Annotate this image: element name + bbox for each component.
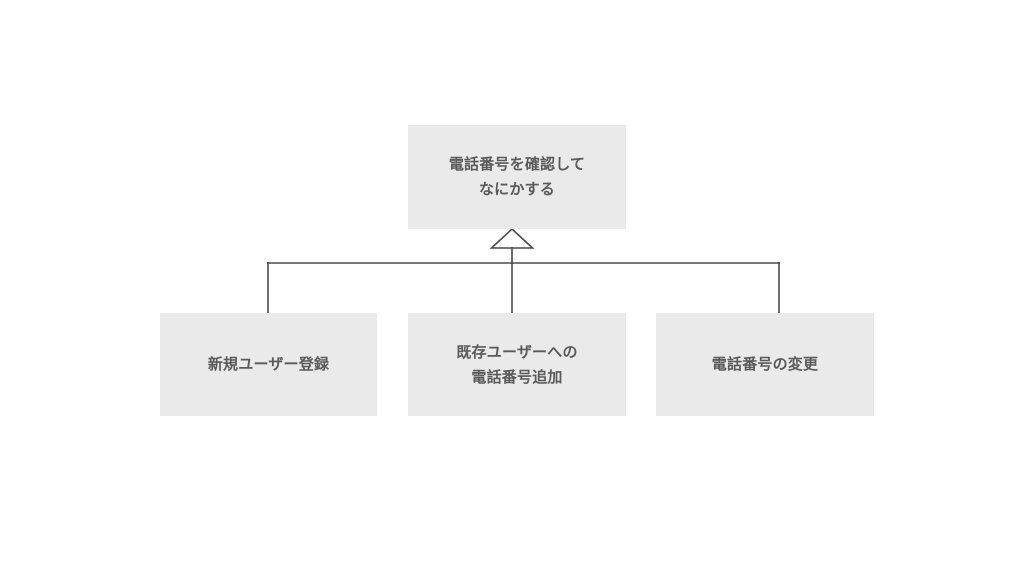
node-parent-label: 電話番号を確認して なにかする (448, 156, 586, 198)
node-child-1-label: 既存ユーザーへの 電話番号追加 (456, 343, 578, 386)
node-child-change-phone-number[interactable]: 電話番号の変更 (656, 313, 874, 416)
node-parent-verify-phone-number[interactable]: 電話番号を確認して なにかする (408, 125, 626, 229)
node-child-2-label: 電話番号の変更 (711, 356, 819, 373)
node-child-0-label: 新規ユーザー登録 (207, 356, 330, 373)
node-child-new-user-registration[interactable]: 新規ユーザー登録 (160, 313, 377, 416)
generalization-arrowhead-icon (489, 227, 535, 249)
node-child-add-phone-to-existing-user[interactable]: 既存ユーザーへの 電話番号追加 (408, 313, 626, 416)
